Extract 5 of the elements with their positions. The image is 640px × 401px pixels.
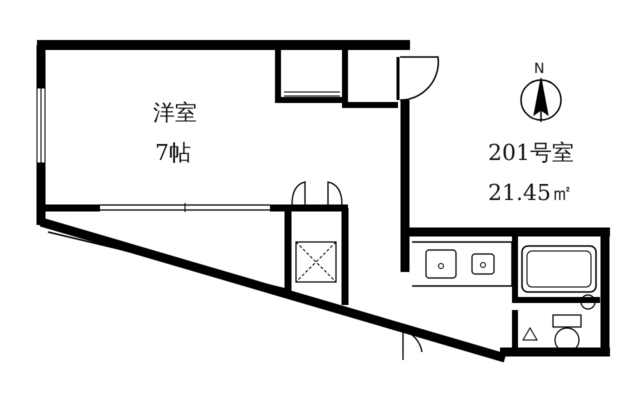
unit-number: 201号室 — [488, 143, 574, 165]
room-size: 7帖 — [155, 143, 191, 165]
room-name: 洋室 — [153, 103, 197, 125]
north-label: N — [534, 62, 544, 76]
floor-area: 21.45㎡ — [488, 183, 573, 205]
